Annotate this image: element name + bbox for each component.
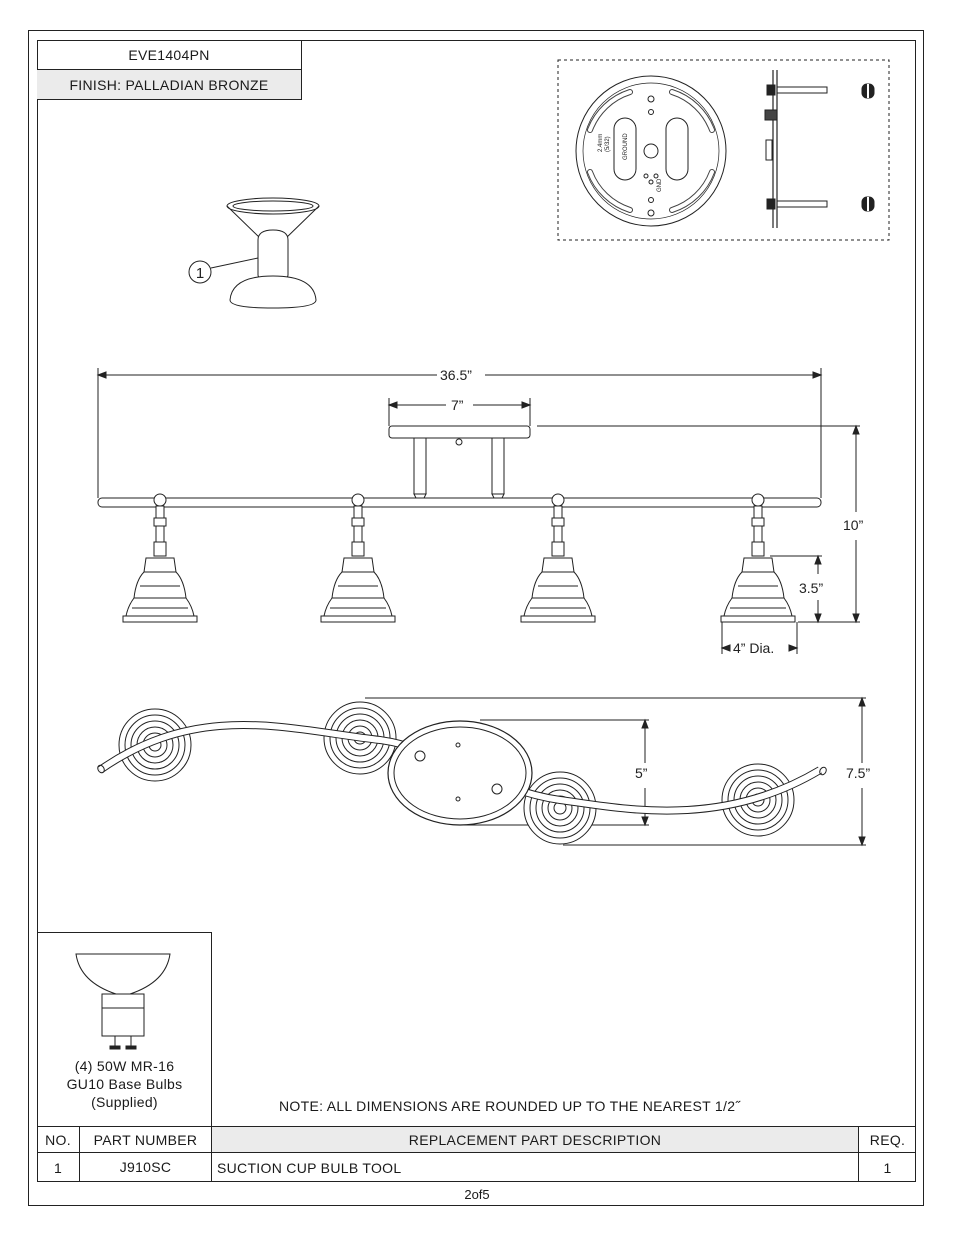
- inner-border: [37, 40, 916, 1182]
- spot-head: [720, 493, 796, 623]
- row-req: 1: [883, 1159, 892, 1176]
- header-description: REPLACEMENT PART DESCRIPTION: [212, 1126, 859, 1153]
- suction-cup-tool-illustration: [188, 197, 320, 309]
- finish-label: FINISH: PALLADIAN BRONZE: [37, 70, 302, 100]
- dim-canopy-width: 7”: [451, 397, 464, 413]
- dim-height: 10”: [843, 517, 864, 533]
- header-part-number: PART NUMBER: [80, 1126, 212, 1153]
- dimension-note: NOTE: ALL DIMENSIONS ARE ROUNDED UP TO T…: [279, 1098, 741, 1114]
- row-description: SUCTION CUP BULB TOOL: [212, 1153, 859, 1182]
- dim-overall-width: 36.5”: [440, 367, 472, 383]
- bulb-line-1: (4) 50W MR-16: [74, 1058, 175, 1074]
- bulb-line-3: (Supplied): [91, 1094, 158, 1110]
- dim-overall-depth: 7.5”: [846, 765, 870, 781]
- plate-text-fraction: (5/32): [605, 136, 611, 152]
- plate-text-ground: GROUND: [623, 133, 629, 160]
- top-view: [97, 696, 866, 847]
- header-no: NO.: [37, 1126, 80, 1153]
- model-number: EVE1404PN: [37, 40, 302, 70]
- spot-heads: [122, 493, 796, 623]
- spot-head: [520, 493, 596, 623]
- page-number: 2of5: [464, 1187, 490, 1202]
- callout-number: 1: [196, 265, 204, 282]
- header-req: REQ.: [859, 1126, 916, 1153]
- bulb-line-2: GU10 Base Bulbs: [66, 1076, 183, 1092]
- spot-head: [320, 493, 396, 623]
- front-elevation: [96, 368, 860, 654]
- rosette: [118, 708, 192, 782]
- dim-shade-dia: 4” Dia.: [733, 640, 774, 656]
- row-no: 1: [37, 1153, 80, 1182]
- mr16-bulb-icon: [75, 953, 171, 1050]
- row-part-number: J910SC: [80, 1153, 212, 1182]
- dim-shade-height: 3.5”: [799, 580, 823, 596]
- page-border: [28, 30, 924, 1206]
- mounting-plate-detail: [557, 59, 890, 241]
- plate-text-size: 2.4mm: [598, 134, 604, 152]
- dim-canopy-depth: 5”: [635, 765, 648, 781]
- plate-text-gnd: GND: [657, 178, 663, 192]
- rosette: [523, 771, 597, 845]
- spot-head: [122, 493, 198, 623]
